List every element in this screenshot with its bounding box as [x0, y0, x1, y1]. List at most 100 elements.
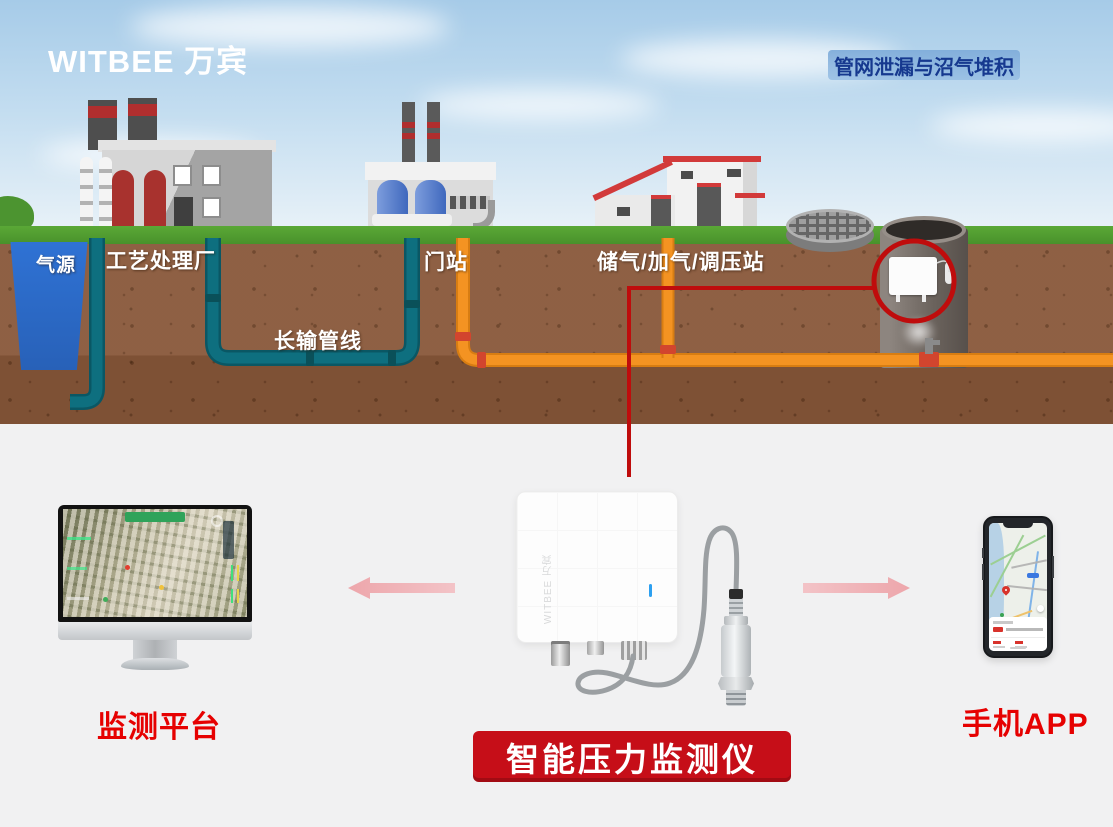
phone-side-button	[1052, 556, 1054, 578]
screen-city-texture	[63, 509, 247, 617]
sensor-cable	[575, 525, 740, 695]
gas-source-tank	[10, 242, 88, 370]
station-window	[727, 169, 741, 177]
plant-roof	[98, 140, 276, 152]
monitor-neck	[133, 640, 177, 660]
station-window	[681, 171, 693, 179]
witbee-logo: WITBEE 万宾	[48, 44, 249, 79]
screen-hud-panel	[223, 521, 234, 559]
sensor-body	[721, 625, 751, 677]
card-stat-gray	[993, 646, 1005, 648]
chimney-band	[402, 122, 415, 128]
chimney-band	[402, 133, 415, 139]
screen-alert-dot	[103, 597, 108, 602]
map-green-dot	[1000, 613, 1004, 617]
phone-icon	[982, 516, 1054, 658]
shaft-sensor-icon	[945, 262, 953, 284]
monitor-chin	[58, 622, 252, 640]
card-title-line	[993, 621, 1013, 624]
cloud	[130, 6, 450, 48]
card-stat-red	[993, 641, 1001, 644]
device-connector	[551, 641, 570, 666]
plant-window	[202, 165, 221, 186]
platform-label: 监测平台	[97, 711, 221, 744]
map-road-gray	[1007, 584, 1047, 591]
sensor-flange	[724, 616, 748, 625]
arrow-left-icon	[348, 577, 455, 599]
screen-hud-line	[67, 567, 87, 570]
storage-tank-white	[99, 157, 112, 227]
map-locate-button	[1037, 605, 1044, 612]
sensor-black-band	[729, 589, 743, 599]
scenario-badge: 管网泄漏与沼气堆积	[828, 50, 1020, 80]
station-roof-red	[663, 156, 761, 162]
cloud	[930, 110, 1113, 142]
card-text-line	[1006, 628, 1043, 631]
device-connector	[621, 641, 647, 660]
station-door	[651, 195, 671, 230]
gate-station-label: 门站	[424, 251, 468, 274]
chimney-band	[427, 133, 440, 139]
screen-alert-dot	[159, 585, 164, 590]
phone-side-button	[982, 564, 984, 580]
monitor-screen	[63, 509, 247, 617]
device-connector	[587, 641, 604, 655]
phone-side-button	[982, 548, 984, 558]
manhole-cover-top	[786, 209, 874, 243]
plant-window	[173, 165, 192, 186]
phone-home-bar	[1010, 647, 1026, 649]
device-led	[649, 584, 652, 597]
screen-compass	[211, 515, 223, 527]
process-plant-building	[68, 96, 276, 230]
card-red-chip	[993, 627, 1003, 632]
chimney-band	[427, 122, 440, 128]
gate-station-building	[365, 100, 500, 230]
screen-hud-bar	[237, 565, 239, 581]
monitor-base	[121, 658, 189, 670]
transmission-pipeline-label: 长输管线	[274, 330, 362, 353]
map-pin-dot	[1005, 589, 1007, 591]
monitor-icon	[58, 505, 252, 670]
shaft-device-icon	[889, 257, 937, 295]
pressure-sensor-icon	[715, 586, 757, 708]
phone-screen	[989, 523, 1047, 651]
station-door	[697, 183, 721, 230]
app-bottom-card	[989, 617, 1047, 651]
screen-alert-dot	[125, 565, 130, 570]
shaft-device-leg	[896, 295, 900, 302]
map-road-gray	[1011, 559, 1047, 569]
storage-station-building	[592, 155, 765, 230]
tank-tray	[372, 214, 452, 226]
station-canopy-red	[735, 193, 765, 198]
screen-title-banner	[125, 512, 185, 522]
phone-notch	[1003, 523, 1033, 528]
storage-tank-red	[112, 170, 134, 230]
process-plant-label: 工艺处理厂	[106, 250, 216, 273]
storage-tank-red	[144, 170, 166, 230]
screen-hud-bar	[237, 589, 239, 603]
storage-tank-white	[80, 157, 93, 227]
cloud	[420, 90, 660, 120]
sensor-threaded-tip	[726, 690, 746, 706]
storage-station-label: 储气/加气/调压站	[597, 251, 765, 274]
annotation-line-lower	[627, 424, 631, 477]
map-route-chip	[1027, 573, 1039, 578]
chimney-band	[128, 104, 157, 116]
screen-hud-bar	[231, 589, 233, 603]
station-roofband	[365, 162, 496, 180]
screen-hud-line	[67, 597, 89, 600]
sensor-hex-nut	[718, 677, 754, 690]
plant-door	[174, 197, 193, 230]
card-stat-red	[1015, 641, 1023, 644]
chimney-band	[88, 106, 117, 118]
device-banner: 智能压力监测仪	[473, 731, 791, 782]
station-window	[617, 207, 630, 216]
card-divider	[991, 637, 1045, 638]
shaft-device-leg	[922, 295, 926, 302]
sensor-ribbed-neck	[729, 599, 743, 616]
gas-source-label: 气源	[36, 255, 77, 276]
app-label: 手机APP	[962, 708, 1089, 741]
screen-hud-line	[67, 537, 91, 540]
